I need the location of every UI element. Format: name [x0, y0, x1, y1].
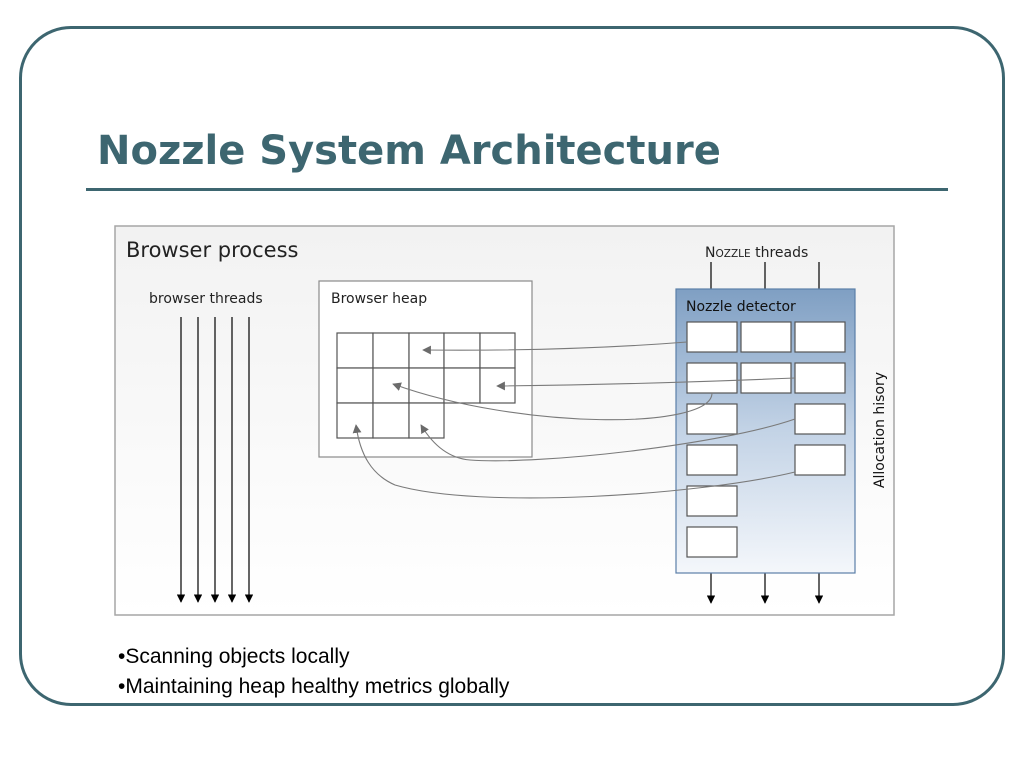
detector-slot — [686, 403, 738, 435]
nozzle-threads-label: NOZZLE threads — [705, 245, 808, 261]
browser-process-label: Browser process — [126, 238, 298, 262]
nozzle-detector-label: Nozzle detector — [686, 299, 796, 315]
nozzle-threads-label-suffix: threads — [751, 245, 809, 261]
bullet-item: •Scanning objects locally — [118, 645, 350, 668]
heap-cell — [336, 402, 374, 439]
reference-arrow — [352, 424, 796, 499]
bullet-item: •Maintaining heap healthy metrics global… — [118, 675, 510, 698]
detector-slot — [686, 321, 738, 353]
nozzle-thread-lines — [710, 262, 820, 289]
detector-slot — [686, 362, 738, 394]
allocation-history-label: Allocation hisory — [872, 372, 888, 488]
title-rule — [86, 188, 948, 191]
heap-cell — [408, 367, 445, 404]
bullet-list: •Scanning objects locally •Maintaining h… — [118, 642, 509, 702]
detector-slot — [686, 444, 738, 476]
reference-arrow — [420, 418, 796, 462]
browser-threads-label: browser threads — [149, 291, 263, 307]
detector-slot — [794, 362, 846, 394]
detector-slot — [794, 444, 846, 476]
detector-slot — [794, 321, 846, 353]
nozzle-thread-out-arrows — [706, 573, 824, 604]
detector-slot — [686, 485, 738, 517]
slide-frame — [19, 26, 1005, 706]
browser-thread-arrows — [176, 317, 254, 603]
detector-slot — [740, 321, 792, 353]
heap-cell — [336, 332, 374, 369]
reference-arrow — [422, 341, 688, 355]
detector-slot — [686, 526, 738, 558]
heap-grid — [336, 332, 516, 439]
browser-heap-label: Browser heap — [331, 291, 427, 307]
heap-cell — [372, 332, 410, 369]
heap-cell — [372, 402, 410, 439]
detector-slots — [686, 321, 846, 558]
reference-arrow — [392, 382, 713, 421]
heap-cell — [336, 367, 374, 404]
reference-arrow — [496, 377, 796, 391]
heap-cell — [372, 367, 410, 404]
nozzle-threads-label-prefix: N — [705, 245, 715, 261]
heap-cell — [443, 367, 481, 404]
nozzle-threads-label-smallcaps: OZZLE — [715, 248, 750, 260]
detector-slot — [794, 403, 846, 435]
slide-title: Nozzle System Architecture — [97, 128, 721, 174]
heap-references — [352, 341, 796, 499]
